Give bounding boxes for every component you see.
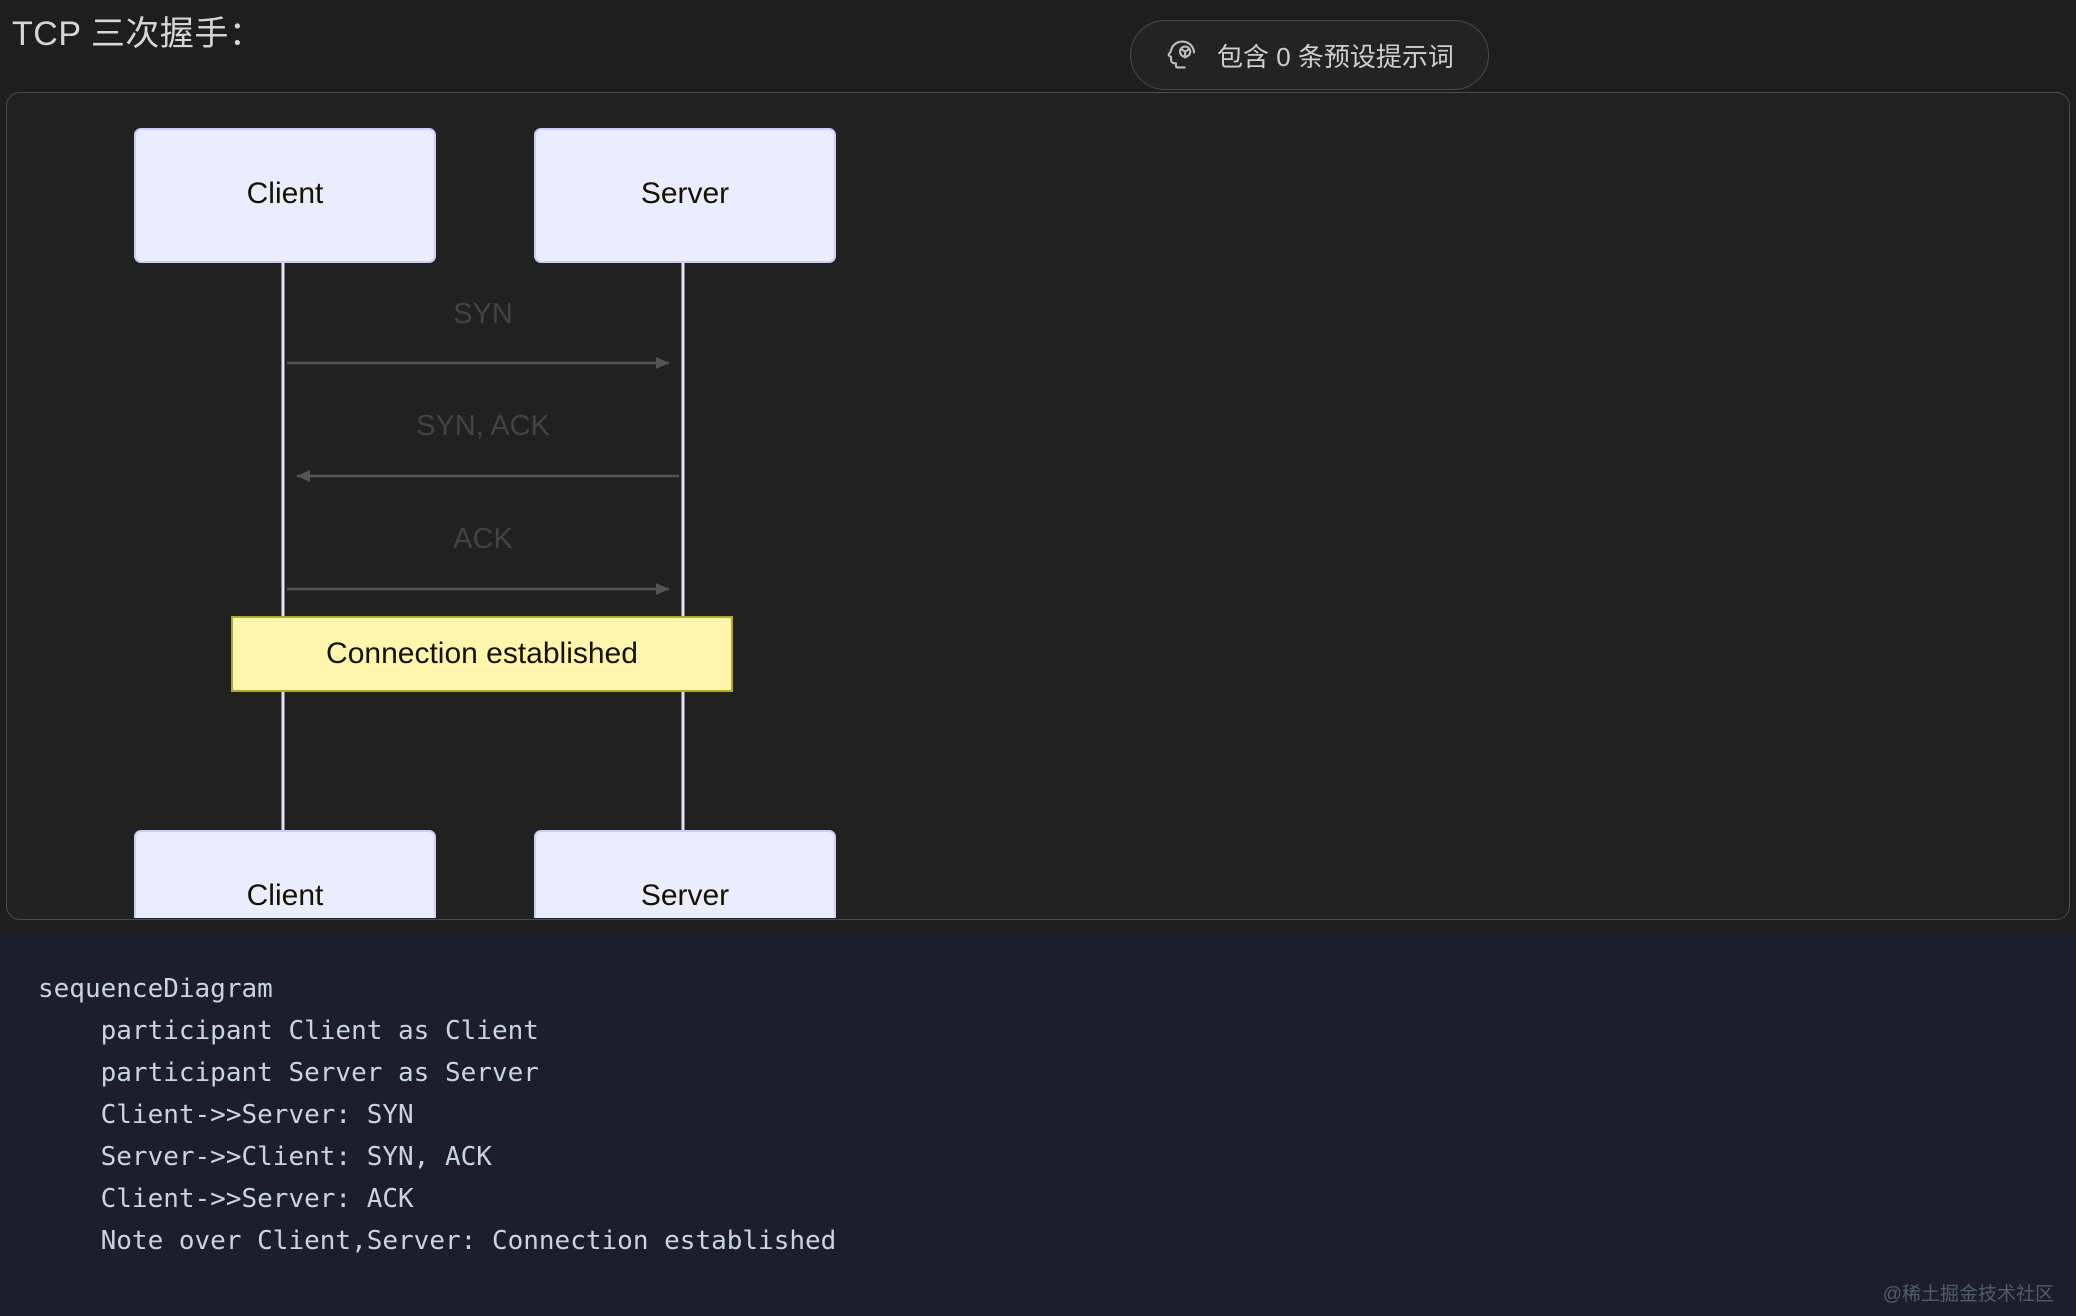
participant-box-client-top[interactable]: Client — [134, 128, 436, 263]
message-syn-ack: SYN, ACK — [297, 410, 679, 482]
note-connection-established: Connection established — [231, 616, 733, 692]
code-block[interactable]: sequenceDiagram participant Client as Cl… — [0, 934, 2076, 1316]
participant-box-server-bottom[interactable]: Server — [534, 830, 836, 918]
message-label: ACK — [453, 523, 513, 555]
participant-label: Client — [247, 879, 324, 912]
note-label: Connection established — [326, 637, 638, 670]
page-title: TCP 三次握手： — [12, 15, 264, 53]
diagram-container: Client Server SYN SYN, ACK ACK — [6, 92, 2070, 920]
watermark: @稀土掘金技术社区 — [1882, 1284, 2054, 1305]
header: TCP 三次握手： 包含 0 条预设提示词 — [0, 0, 2076, 92]
preset-prompt-badge[interactable]: 包含 0 条预设提示词 — [1130, 20, 1489, 90]
preset-prompt-label: 包含 0 条预设提示词 — [1217, 41, 1454, 72]
participant-label: Server — [641, 177, 729, 210]
message-label: SYN, ACK — [416, 410, 550, 442]
participant-label: Server — [641, 879, 729, 912]
participant-label: Client — [247, 177, 324, 210]
message-ack: ACK — [287, 523, 669, 595]
sequence-diagram-svg: Client Server SYN SYN, ACK ACK — [134, 128, 836, 918]
participant-box-client-bottom[interactable]: Client — [134, 830, 436, 918]
code-source: sequenceDiagram participant Client as Cl… — [38, 974, 837, 1256]
participant-box-server-top[interactable]: Server — [534, 128, 836, 263]
message-label: SYN — [453, 298, 513, 330]
head-brain-icon — [1165, 38, 1199, 72]
message-syn: SYN — [287, 298, 669, 369]
